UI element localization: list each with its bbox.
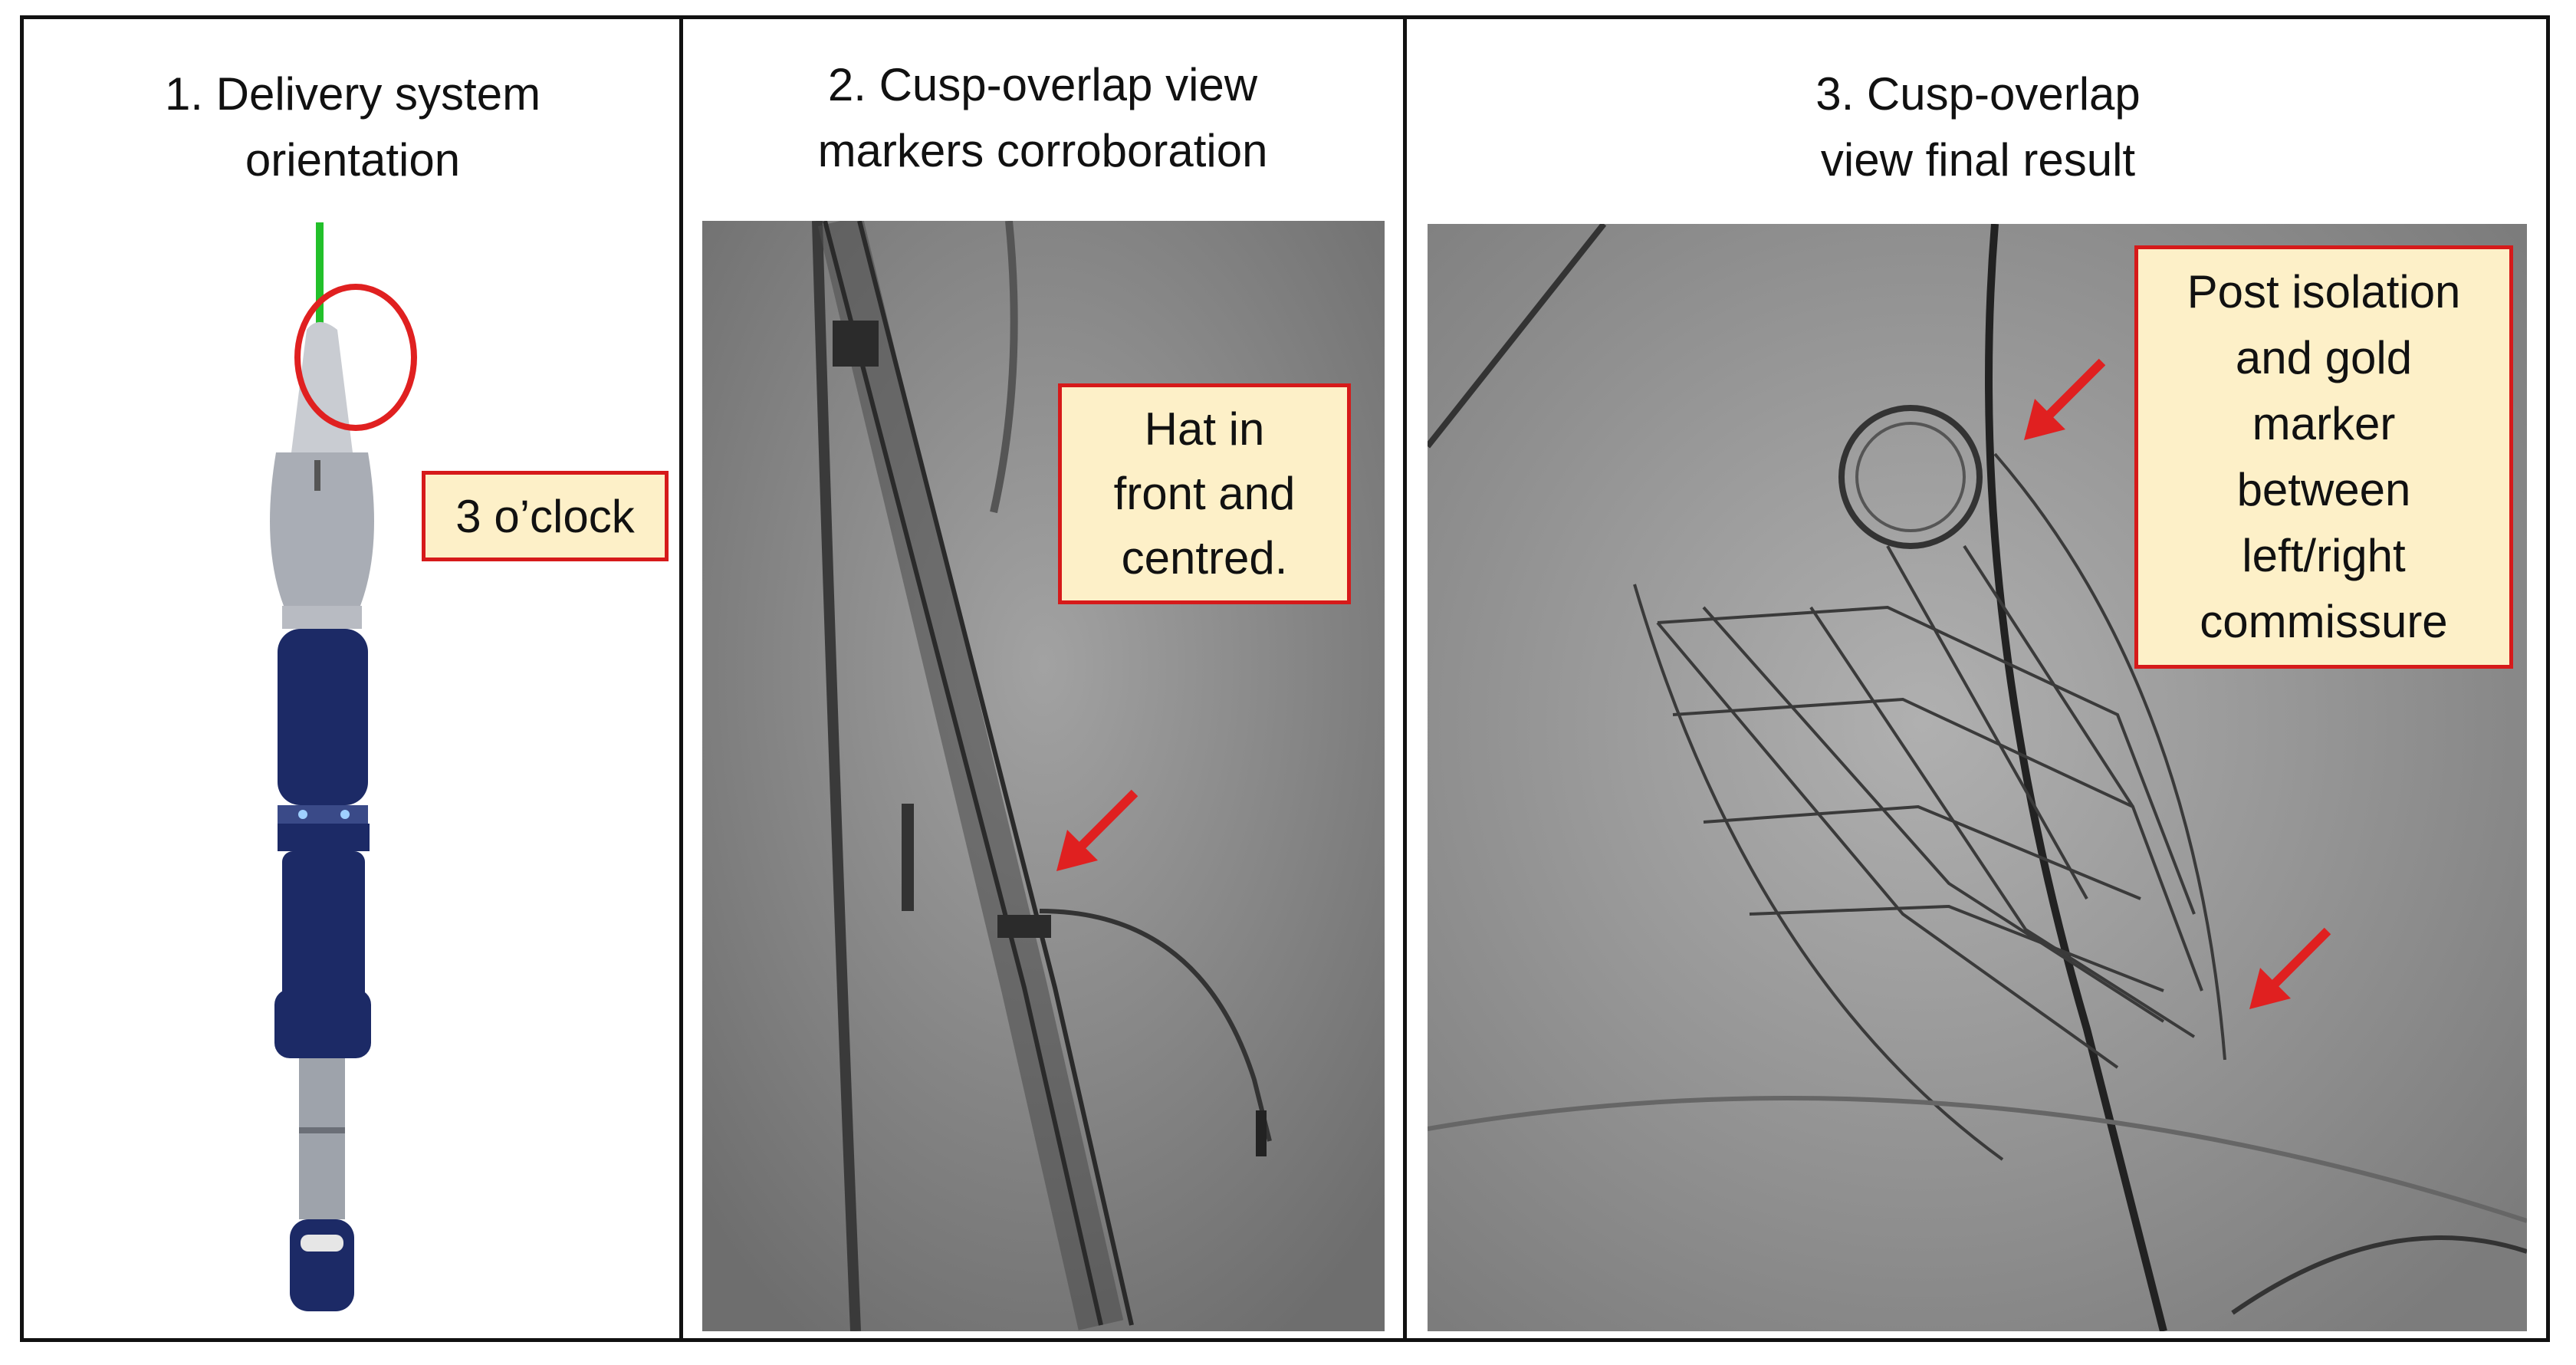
delivery-system-photo: [192, 222, 445, 1327]
hat-marker-circle: [293, 282, 419, 433]
panel-1-title: 1. Delivery system orientation: [164, 68, 541, 186]
panel-2-callout: Hat in front and centred.: [1058, 383, 1351, 604]
panel-1-callout: 3 o’clock: [422, 471, 669, 561]
panel-2-title: 2. Cusp-overlap view markers corroborati…: [817, 59, 1268, 176]
panel-divider-1: [679, 15, 683, 1342]
fluoroscopy-image-2: [702, 221, 1385, 1331]
red-arrow-icon: [1050, 785, 1142, 877]
red-arrow-icon: [2243, 923, 2335, 1015]
red-arrow-icon: [2018, 354, 2110, 446]
panel-divider-2: [1403, 15, 1407, 1342]
panel-3-title: 3. Cusp-overlap view final result: [1815, 68, 2141, 186]
figure-frame: [20, 15, 2550, 1342]
panel-3-callout: Post isolation and gold marker between l…: [2134, 245, 2513, 669]
